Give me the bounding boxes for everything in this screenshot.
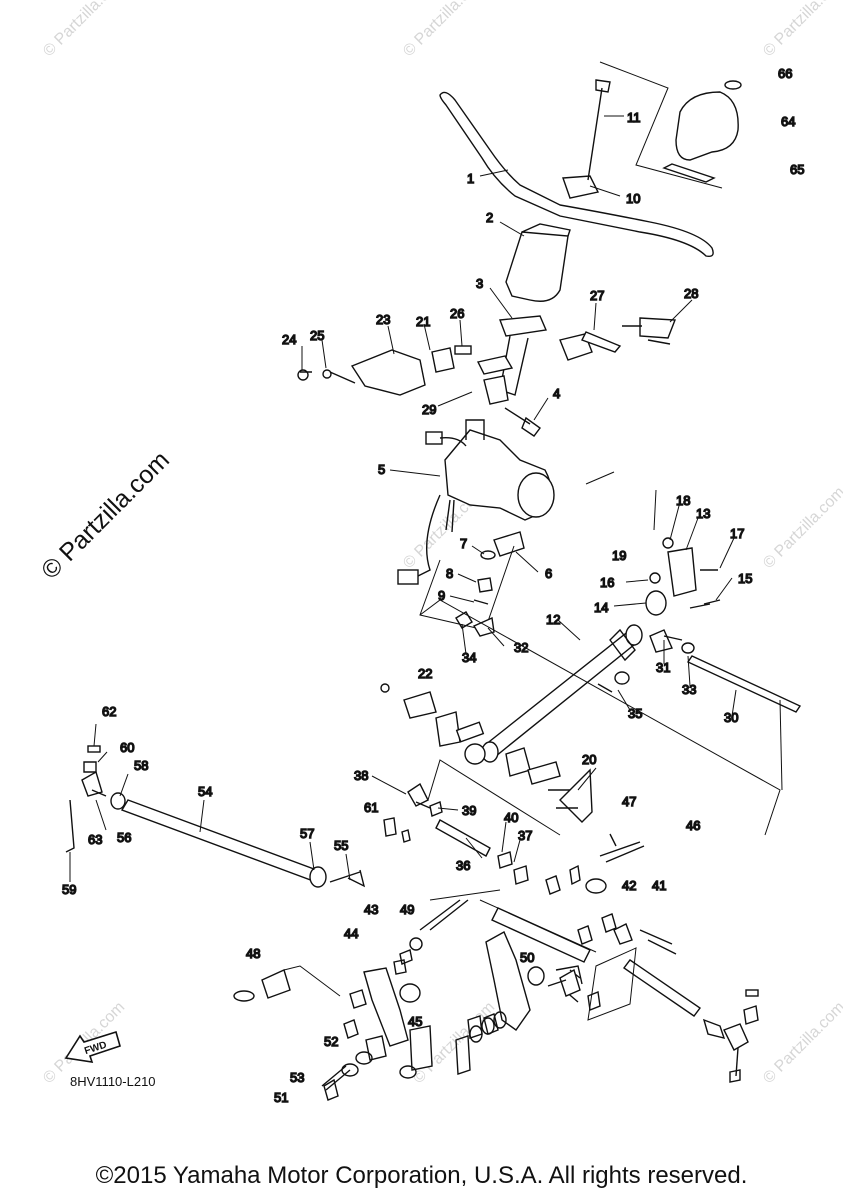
callout: 12 — [546, 612, 560, 627]
copyright-text: ©2015 Yamaha Motor Corporation, U.S.A. A… — [95, 1162, 748, 1189]
callout: 4 — [553, 386, 560, 401]
callout: 56 — [117, 830, 131, 845]
callout: 62 — [102, 704, 116, 719]
callout: 61 — [364, 800, 378, 815]
column-housing — [505, 231, 569, 302]
callout: 33 — [682, 682, 696, 697]
callout: 50 — [520, 950, 534, 965]
callout: 19 — [612, 548, 626, 563]
callout: 49 — [400, 902, 414, 917]
callout: 17 — [730, 526, 744, 541]
lower-arm-left — [363, 967, 409, 1047]
cover — [675, 91, 739, 161]
callout: 59 — [62, 882, 76, 897]
callout: 5 — [378, 462, 385, 477]
callout: 9 — [438, 588, 445, 603]
callout: 34 — [462, 650, 476, 665]
diagram-code: 8HV1110-L210 — [70, 1074, 156, 1089]
callout: 63 — [88, 832, 102, 847]
callout: 29 — [422, 402, 436, 417]
tie-rod-right — [623, 959, 701, 1017]
callout: 64 — [781, 114, 795, 129]
handlebar — [439, 91, 714, 258]
callout: 35 — [628, 706, 642, 721]
callout: 20 — [582, 752, 596, 767]
clamp-upper — [562, 175, 600, 199]
callout: 7 — [460, 536, 467, 551]
callout: 37 — [518, 828, 532, 843]
callout: 30 — [724, 710, 738, 725]
callout: 15 — [738, 571, 752, 586]
long-bolt — [587, 87, 603, 181]
callout: 26 — [450, 306, 464, 321]
callout: 43 — [364, 902, 378, 917]
callout: 32 — [514, 640, 528, 655]
callout: 65 — [790, 162, 804, 177]
callout: 40 — [504, 810, 518, 825]
callout: 23 — [376, 312, 390, 327]
forward-arrow-icon: FWD — [64, 1030, 121, 1063]
callout: 52 — [324, 1034, 338, 1049]
callout: 58 — [134, 758, 148, 773]
callout: 31 — [656, 660, 670, 675]
callout: 46 — [686, 818, 700, 833]
callout: 36 — [456, 858, 470, 873]
callout: 28 — [684, 286, 698, 301]
callout: 22 — [418, 666, 432, 681]
callout: 14 — [594, 600, 608, 615]
rod-30 — [686, 655, 802, 713]
lower-arm-right — [485, 931, 531, 1031]
callout: 51 — [274, 1090, 288, 1105]
callout: 45 — [408, 1014, 422, 1029]
callout: 48 — [246, 946, 260, 961]
callout: 66 — [778, 66, 792, 81]
callout: 21 — [416, 314, 430, 329]
callout: 10 — [626, 191, 640, 206]
callout: 27 — [590, 288, 604, 303]
callout: 24 — [282, 332, 296, 347]
callout: 13 — [696, 506, 710, 521]
callout: 41 — [652, 878, 666, 893]
callout: 60 — [120, 740, 134, 755]
callout: 47 — [622, 794, 636, 809]
callout: 42 — [622, 878, 636, 893]
callout: 25 — [310, 328, 324, 343]
bracket-left — [350, 349, 426, 396]
callout: 55 — [334, 838, 348, 853]
callout: 16 — [600, 575, 614, 590]
leader-lines — [69, 115, 737, 882]
tie-rod-left — [120, 799, 324, 883]
callout: 54 — [198, 784, 212, 799]
callout: 11 — [627, 110, 641, 125]
callout: 8 — [446, 566, 453, 581]
callout: 38 — [354, 768, 368, 783]
callout: 2 — [486, 210, 493, 225]
callout: 44 — [344, 926, 358, 941]
shaft-plate — [499, 315, 548, 337]
callout: 57 — [300, 826, 314, 841]
callout: 39 — [462, 803, 476, 818]
callout: 1 — [467, 171, 474, 186]
callout: 3 — [476, 276, 483, 291]
callout: 6 — [545, 566, 552, 581]
callout: 53 — [290, 1070, 304, 1085]
callout-labels: 1 2 3 4 5 6 7 8 9 10 11 12 13 14 15 16 1… — [61, 65, 805, 1105]
callout: 18 — [676, 493, 690, 508]
